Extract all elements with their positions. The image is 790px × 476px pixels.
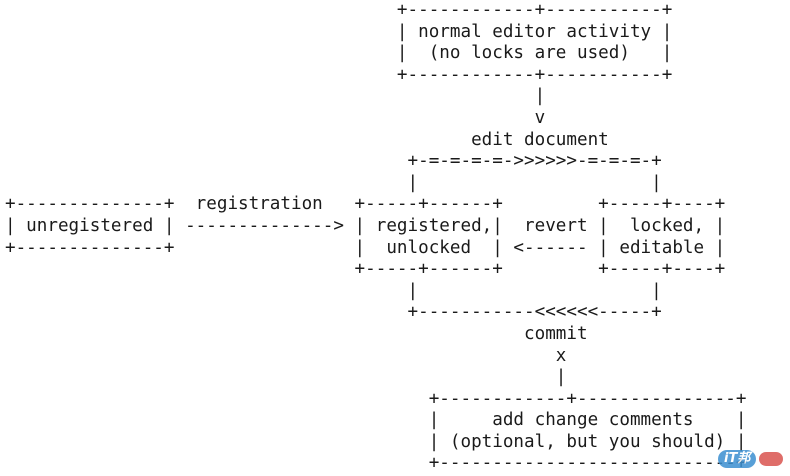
diagram-line-comments-box-top: +------------+---------------+ <box>5 388 747 409</box>
diagram-line-comments-box-bottom: +----------------------------+ <box>5 453 747 474</box>
diagram-line-add-change-comments: | add change comments | <box>5 410 747 431</box>
diagram-line-no-locks-used: | (no locks are used) | <box>5 43 673 64</box>
diagram-line-normal-editor-activity: | normal editor activity | <box>5 21 673 42</box>
ascii-state-diagram: +------------+-----------+ | normal edit… <box>5 0 746 475</box>
diagram-line-states-registration: | unregistered | --------------> | regis… <box>5 215 726 236</box>
diagram-line-commit-x: x <box>5 345 567 366</box>
diagram-line-state-boxes-bottom: +-----+------+ +-----+----+ <box>5 259 726 280</box>
diagram-line-commit-connector: | <box>5 367 567 388</box>
diagram-line-commit-label: commit <box>5 323 588 344</box>
diagram-line-arrow-down: v <box>5 107 546 128</box>
watermark-badge: iT邦 <box>718 450 757 468</box>
diagram-line-state-boxes-top: +--------------+ registration +-----+---… <box>5 194 726 215</box>
diagram-line-top-box-bottom: +------------+-----------+ <box>5 64 673 85</box>
diagram-line-edit-loop-top: +-=-=-=-=->>>>>>-=-=-=-+ <box>5 151 662 172</box>
diagram-line-top-box-border: +------------+-----------+ <box>5 0 673 20</box>
diagram-line-commit-loop-sides: | | <box>5 280 662 301</box>
diagram-line-edit-document: edit document <box>5 129 609 150</box>
watermark-mark-icon <box>759 452 784 466</box>
diagram-line-edit-loop-sides: | | <box>5 172 662 193</box>
diagram-line-commit-loop-bottom: +-----------<<<<<<-----+ <box>5 302 662 323</box>
site-watermark-logo: iT邦 <box>718 448 784 470</box>
diagram-line-optional-note: | (optional, but you should) | <box>5 431 747 452</box>
diagram-line-connector: | <box>5 86 546 107</box>
diagram-line-states-revert: +--------------+ | unlocked | <------ | … <box>5 237 726 258</box>
